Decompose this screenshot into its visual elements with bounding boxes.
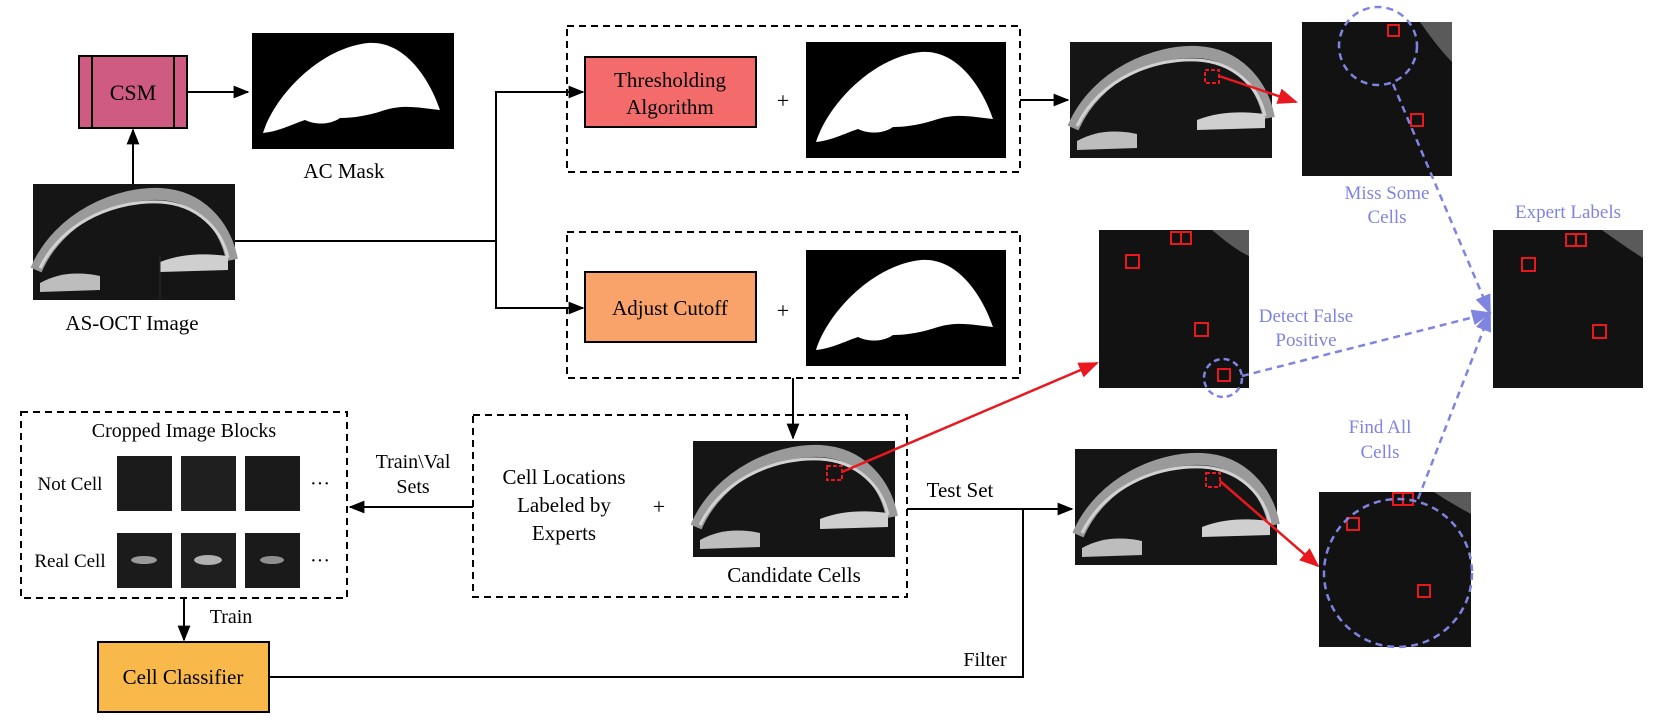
threshold-result-oct — [1067, 42, 1275, 158]
real-cell-patches — [117, 533, 300, 588]
train-label: Train — [210, 606, 253, 628]
arrow-to-threshold — [495, 85, 585, 241]
adjust-cutoff-label: Adjust Cutoff — [612, 296, 728, 320]
ellipsis-not-cell: ··· — [310, 473, 330, 495]
test-set-label: Test Set — [927, 478, 994, 502]
blue-arrow-detect — [1241, 309, 1492, 378]
as-oct-image — [30, 184, 238, 300]
filter-line — [269, 509, 1024, 678]
adjust-mask-image — [806, 250, 1006, 366]
adjust-cutoff-box: Adjust Cutoff — [584, 271, 757, 343]
detect-label-line1: Detect False — [1259, 306, 1353, 327]
ellipsis-real-cell: ··· — [310, 550, 330, 572]
zoom-crop-find-all — [1319, 492, 1474, 649]
cell-loc-line2: Labeled by — [517, 493, 611, 517]
real-cell-label: Real Cell — [34, 551, 105, 572]
filter-label: Filter — [963, 649, 1007, 671]
blue-arrow-findall — [1416, 311, 1492, 500]
expert-labels-title: Expert Labels — [1515, 202, 1621, 223]
zoom-crop-miss — [1302, 5, 1452, 176]
red-arrow-zoom-1 — [1218, 74, 1298, 104]
cell-classifier-box: Cell Classifier — [97, 641, 270, 713]
trainval-line1: Train\Val — [376, 451, 451, 473]
ac-mask-image — [252, 33, 454, 149]
candidate-cells-label: Candidate Cells — [727, 563, 861, 587]
candidate-oct — [690, 441, 898, 557]
detect-label-line2: Positive — [1275, 330, 1336, 351]
ac-mask-label: AC Mask — [303, 159, 385, 183]
csm-block: CSM — [78, 55, 188, 129]
cropped-title: Cropped Image Blocks — [92, 420, 277, 442]
findall-label-line2: Cells — [1360, 442, 1399, 463]
miss-label-line2: Cells — [1367, 207, 1406, 228]
not-cell-label: Not Cell — [38, 474, 103, 495]
threshold-mask-image — [806, 42, 1006, 158]
red-arrow-zoom-3 — [1219, 480, 1320, 568]
trainval-line2: Sets — [396, 476, 430, 498]
miss-label-line1: Miss Some — [1345, 183, 1430, 204]
cell-classifier-label: Cell Classifier — [123, 665, 244, 689]
zoom-crop-false-positive — [1099, 230, 1249, 399]
threshold-line2: Algorithm — [626, 95, 714, 119]
arrow-to-adjust — [495, 241, 585, 315]
cell-loc-line1: Cell Locations — [502, 465, 625, 489]
blue-arrow-miss — [1391, 83, 1492, 315]
red-arrow-zoom-2 — [841, 361, 1099, 474]
not-cell-patches — [117, 456, 300, 511]
expert-labels-crop — [1493, 230, 1643, 388]
threshold-box: Thresholding Algorithm — [584, 56, 757, 128]
plus-adjust: + — [777, 298, 789, 323]
cell-loc-line3: Experts — [532, 521, 596, 545]
test-result-oct — [1072, 449, 1280, 565]
plus-candidate: + — [653, 494, 665, 519]
plus-threshold: + — [777, 88, 789, 113]
threshold-line1: Thresholding — [614, 68, 726, 92]
findall-label-line1: Find All — [1349, 417, 1412, 438]
as-oct-label: AS-OCT Image — [65, 311, 198, 335]
csm-label: CSM — [110, 80, 156, 105]
